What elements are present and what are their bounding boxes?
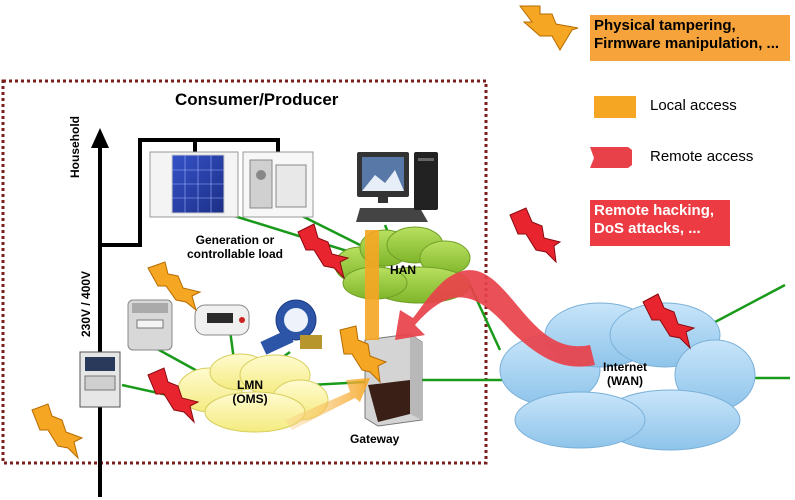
physical-threats-box: Physical tampering, Firmware manipulatio… <box>590 15 790 61</box>
remote-threats-box: Remote hacking, DoS attacks, ... <box>590 200 730 246</box>
gas-meter-icon <box>127 299 173 351</box>
remote-access-arrow <box>395 270 595 367</box>
gateway-device <box>364 333 423 427</box>
electricity-meter-icon <box>79 351 121 408</box>
physical-threats-line2: Firmware manipulation, ... <box>594 35 780 52</box>
han-label: HAN <box>390 263 416 277</box>
solar-panel-icon <box>149 151 239 218</box>
lightning-icon-internet <box>642 293 696 350</box>
internet-line1: Internet <box>602 360 647 374</box>
household-arrow <box>91 128 109 148</box>
lightning-icon-meter <box>31 403 84 460</box>
voltage-label: 230V / 400V <box>79 270 93 337</box>
lmn-line2: (OMS) <box>232 392 268 407</box>
consumer-producer-boundary <box>1 79 488 465</box>
generation-line2: controllable load <box>186 247 283 262</box>
heat-meter-icon <box>194 304 250 336</box>
local-access-label: Local access <box>650 97 737 114</box>
local-access-swatch <box>594 96 636 118</box>
lightning-icon-physical-legend <box>519 5 579 51</box>
han-cloud <box>334 226 471 304</box>
remote-access-label: Remote access <box>650 148 754 165</box>
gateway-label: Gateway <box>350 432 400 446</box>
lightning-icon-gateway <box>339 325 388 384</box>
remote-access-swatch <box>590 147 632 168</box>
power-lines <box>98 138 280 497</box>
desktop-computer-icon <box>356 152 438 222</box>
generation-label: Generation or controllable load <box>180 233 290 262</box>
remote-threats-line2: DoS attacks, ... <box>594 220 701 237</box>
internet-line2: (WAN) <box>607 374 643 389</box>
local-access-arrows <box>285 230 379 430</box>
heat-pump-icon <box>242 151 314 218</box>
consumer-producer-title: Consumer/Producer <box>175 90 339 109</box>
lmn-line1: LMN <box>237 378 263 392</box>
internet-label: Internet (WAN) <box>590 360 660 389</box>
lightning-icon-generation <box>297 223 350 280</box>
lightning-icon-meters <box>147 261 202 312</box>
physical-threats-line1: Physical tampering, <box>594 17 736 34</box>
remote-threats-line1: Remote hacking, <box>594 202 715 219</box>
lightning-icon-remote-legend <box>509 207 562 264</box>
water-meter-icon <box>260 299 322 355</box>
lmn-label: LMN (OMS) <box>225 378 275 407</box>
lightning-icon-lmn <box>147 367 200 424</box>
generation-line1: Generation or <box>195 233 275 247</box>
household-label: Household <box>68 116 82 178</box>
